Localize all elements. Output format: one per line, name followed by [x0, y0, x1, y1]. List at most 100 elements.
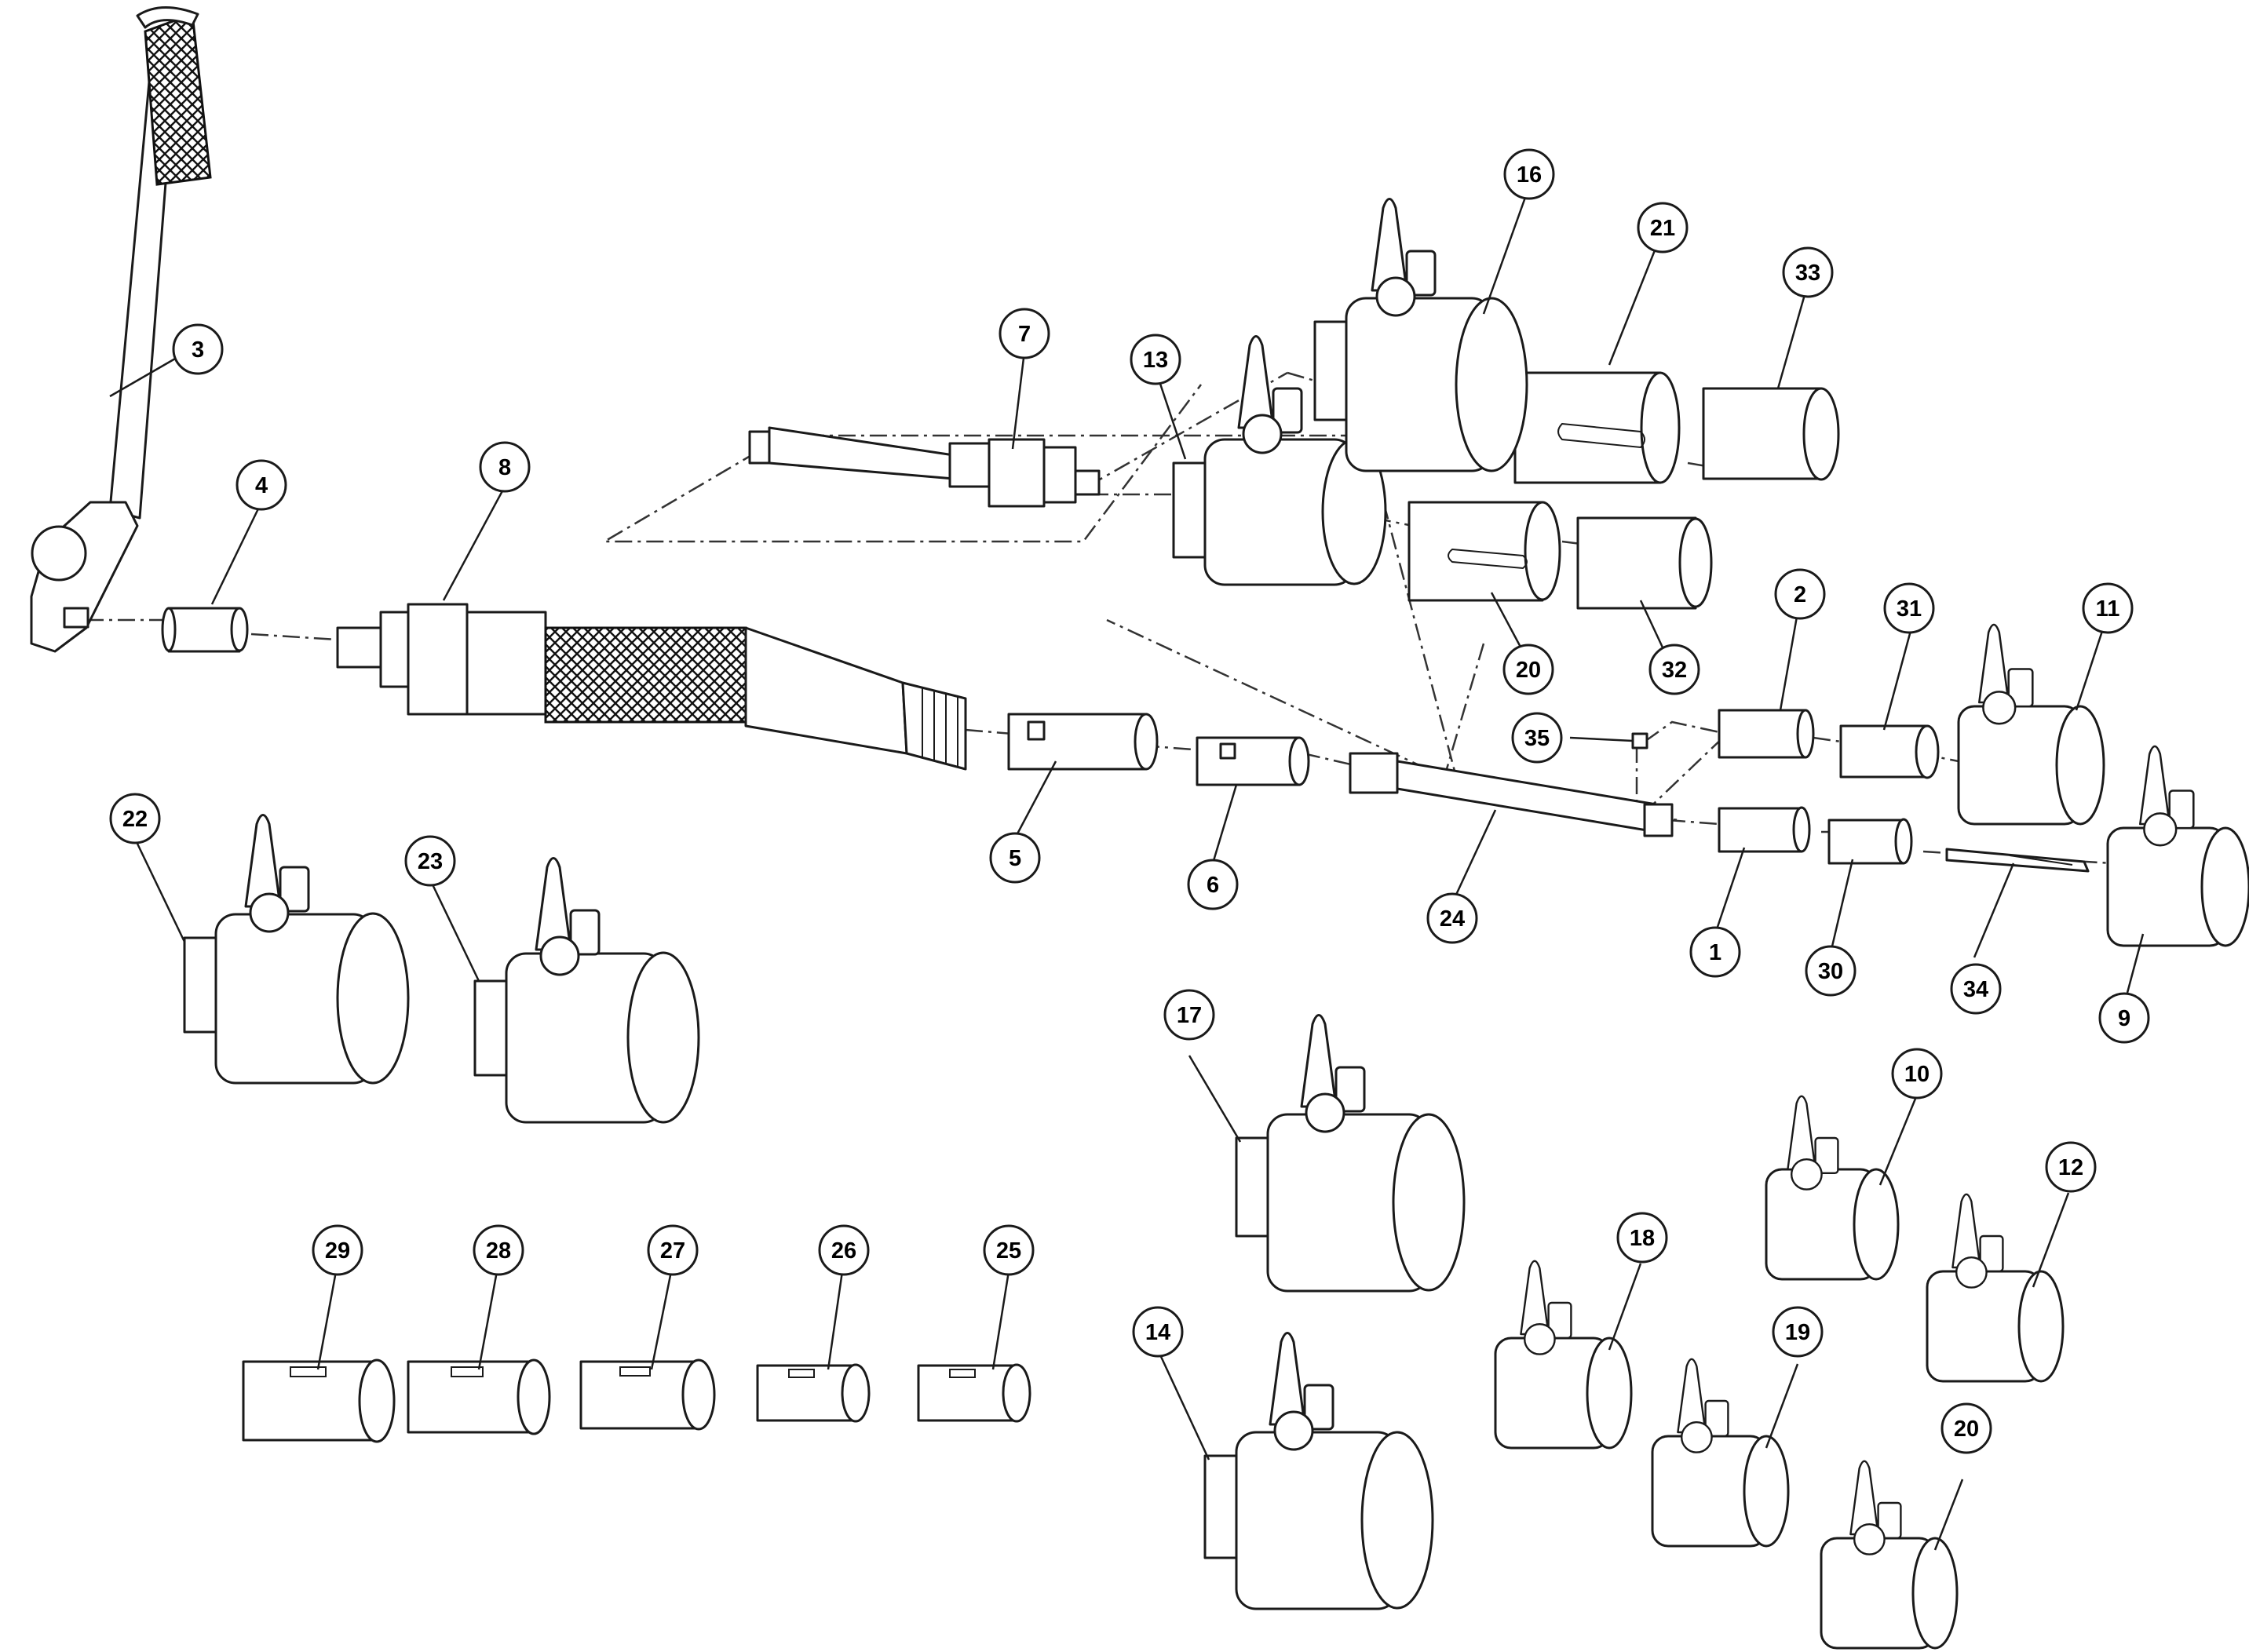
callout-34: 34	[1950, 963, 2002, 1015]
part-12-socket-body	[1926, 1193, 2065, 1383]
callout-20-lower: 20	[1940, 1402, 1992, 1454]
svg-text:11: 11	[2096, 596, 2120, 622]
part-25-insert	[917, 1363, 1031, 1423]
svg-text:4: 4	[255, 473, 268, 498]
callout-6: 6	[1187, 859, 1239, 910]
part-18-socket-body	[1494, 1260, 1633, 1450]
part-24-drive-shaft	[1349, 752, 1674, 837]
svg-text:26: 26	[831, 1238, 856, 1264]
callout-30: 30	[1805, 945, 1857, 997]
svg-text:3: 3	[192, 337, 204, 363]
svg-text:6: 6	[1207, 873, 1219, 898]
svg-text:25: 25	[996, 1238, 1021, 1264]
callout-32: 32	[1648, 644, 1700, 695]
part-32-sleeve	[1576, 516, 1713, 610]
svg-text:21: 21	[1650, 216, 1675, 241]
part-19-socket-body	[1651, 1358, 1790, 1548]
callout-12: 12	[2045, 1141, 2097, 1193]
svg-text:35: 35	[1524, 726, 1550, 751]
part-16-socket-body	[1313, 198, 1528, 472]
callout-20-upper: 20	[1502, 644, 1554, 695]
callout-18: 18	[1616, 1212, 1668, 1264]
callout-13: 13	[1130, 334, 1181, 385]
svg-text:29: 29	[325, 1238, 350, 1264]
callout-28: 28	[473, 1224, 524, 1276]
callout-5: 5	[989, 832, 1041, 884]
part-5-connector	[1007, 713, 1159, 771]
callout-31: 31	[1883, 582, 1935, 634]
svg-text:20: 20	[1516, 658, 1541, 683]
part-23-socket-body	[473, 857, 700, 1124]
svg-text:10: 10	[1904, 1062, 1930, 1087]
svg-text:14: 14	[1145, 1320, 1170, 1345]
callout-21: 21	[1637, 202, 1689, 253]
callout-35: 35	[1511, 712, 1563, 764]
callout-27: 27	[647, 1224, 699, 1276]
part-8-main-body	[336, 603, 967, 771]
svg-text:20: 20	[1954, 1417, 1979, 1442]
svg-text:1: 1	[1709, 940, 1721, 965]
svg-text:12: 12	[2058, 1155, 2083, 1180]
callout-14: 14	[1132, 1306, 1184, 1358]
part-2-insert	[1718, 709, 1815, 759]
svg-text:27: 27	[660, 1238, 685, 1264]
svg-text:7: 7	[1018, 322, 1031, 347]
svg-text:5: 5	[1009, 846, 1021, 871]
callout-23: 23	[404, 835, 456, 887]
svg-text:33: 33	[1795, 261, 1820, 286]
svg-text:30: 30	[1818, 959, 1843, 984]
part-9-socket-body	[2106, 745, 2249, 947]
part-27-insert	[579, 1358, 716, 1431]
svg-text:19: 19	[1785, 1320, 1810, 1345]
part-17-socket-body	[1235, 1014, 1466, 1293]
callout-10: 10	[1891, 1048, 1943, 1100]
part-28-insert	[407, 1358, 551, 1435]
part-33-sleeve	[1702, 387, 1840, 481]
part-22-socket-body	[183, 814, 410, 1085]
callout-11: 11	[2082, 582, 2134, 634]
part-21-slotted-sleeve	[1513, 371, 1681, 484]
callout-33: 33	[1782, 246, 1834, 298]
callout-16: 16	[1503, 148, 1555, 200]
callout-9: 9	[2098, 992, 2150, 1044]
svg-text:9: 9	[2118, 1006, 2130, 1031]
part-6-connector	[1196, 736, 1310, 786]
part-29-insert	[242, 1358, 396, 1443]
svg-text:17: 17	[1177, 1003, 1202, 1028]
part-10-socket-body	[1765, 1095, 1900, 1281]
svg-text:23: 23	[418, 849, 443, 874]
svg-text:8: 8	[498, 455, 511, 480]
part-35-set-screw	[1631, 732, 1648, 749]
part-1-insert	[1718, 806, 1811, 853]
part-7-extension-shaft	[748, 426, 1101, 508]
part-30-insert	[1827, 818, 1913, 865]
part-20-slotted-sleeve	[1407, 501, 1561, 602]
part-13-socket-body	[1172, 335, 1387, 586]
svg-text:2: 2	[1794, 582, 1806, 607]
callout-1: 1	[1689, 926, 1741, 978]
callout-4: 4	[235, 459, 287, 511]
callout-8: 8	[479, 441, 531, 493]
part-34-drill-bit	[1945, 848, 2090, 873]
svg-text:31: 31	[1897, 596, 1922, 622]
svg-text:32: 32	[1662, 658, 1687, 683]
part-31-insert	[1839, 724, 1940, 779]
callout-26: 26	[818, 1224, 870, 1276]
part-4-adapter-sleeve	[161, 607, 249, 653]
callout-22: 22	[109, 793, 161, 844]
svg-text:16: 16	[1517, 162, 1542, 188]
svg-text:34: 34	[1963, 977, 1988, 1002]
svg-text:22: 22	[122, 807, 148, 832]
callout-25: 25	[983, 1224, 1035, 1276]
part-3-ratchet-handle	[30, 6, 212, 653]
callout-2: 2	[1774, 568, 1826, 620]
callout-7: 7	[999, 308, 1050, 359]
svg-text:24: 24	[1440, 906, 1465, 932]
part-26-insert	[756, 1363, 871, 1423]
svg-text:13: 13	[1143, 348, 1168, 373]
callout-17: 17	[1163, 989, 1215, 1041]
part-11-socket-body	[1957, 623, 2105, 826]
svg-text:18: 18	[1630, 1226, 1655, 1251]
leader-lines	[109, 192, 2145, 1551]
